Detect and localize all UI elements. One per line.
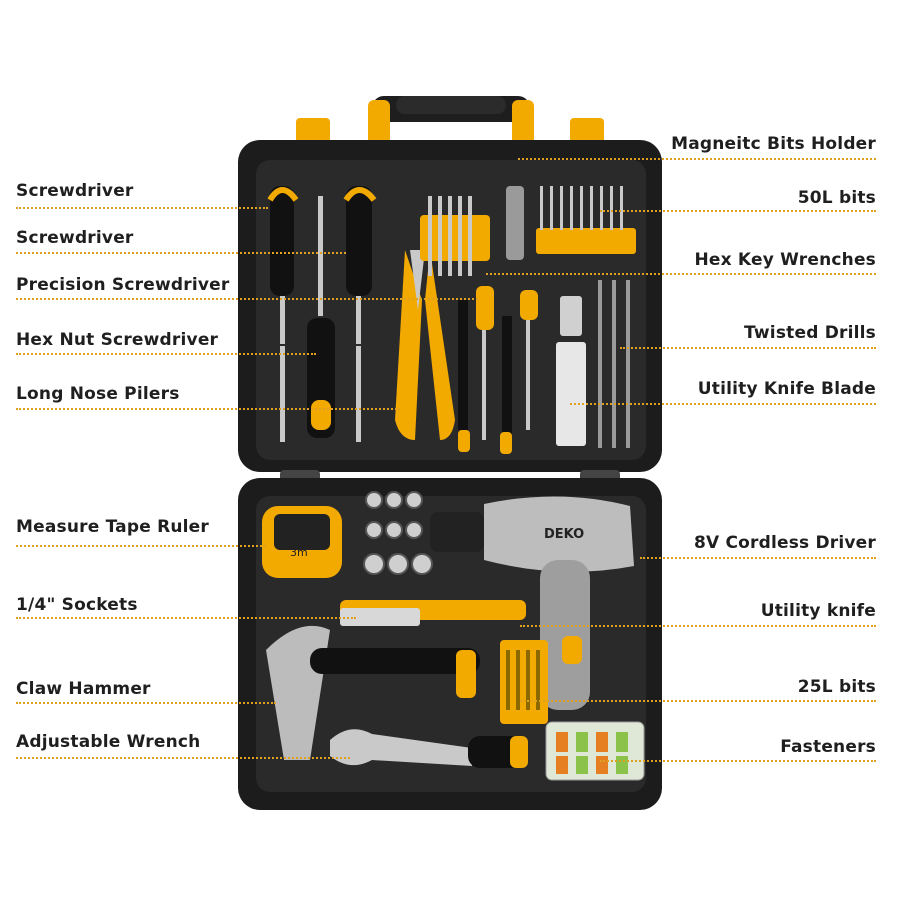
label-claw-hammer: Claw Hammer <box>16 679 151 699</box>
leader-measure-tape <box>16 545 266 547</box>
leader-claw-hammer <box>16 702 276 704</box>
leader-hex-nut-screwdriver <box>16 353 316 355</box>
leader-adjustable-wrench <box>16 757 350 759</box>
hex-key-wrenches <box>420 196 490 276</box>
bits-50l <box>536 186 636 254</box>
label-sockets: 1/4" Sockets <box>16 595 138 615</box>
label-50l-bits: 50L bits <box>797 188 876 208</box>
bits-25l <box>500 640 548 724</box>
leader-hex-key-wrenches <box>486 273 876 275</box>
leader-long-nose-pliers <box>16 408 400 410</box>
magnetic-bits-holder <box>506 186 524 260</box>
screwdriver-1 <box>267 186 299 344</box>
label-fasteners: Fasteners <box>780 737 876 757</box>
label-precision-screwdriver: Precision Screwdriver <box>16 275 230 295</box>
label-twisted-drills: Twisted Drills <box>743 323 876 343</box>
label-25l-bits: 25L bits <box>797 677 876 697</box>
label-magnetic-bits-holder: Magneitc Bits Holder <box>671 134 876 154</box>
label-screwdriver-2: Screwdriver <box>16 228 134 248</box>
precision-screwdriver-shaft <box>318 196 323 316</box>
utility-knife <box>340 600 526 626</box>
leader-50l-bits <box>600 210 876 212</box>
leader-sockets <box>16 617 356 619</box>
leader-utility-knife-blade <box>570 403 876 405</box>
label-utility-knife-blade: Utility Knife Blade <box>697 379 876 399</box>
long-nose-pliers <box>395 250 455 440</box>
screwdriver-2 <box>343 186 377 344</box>
leader-25l-bits <box>520 700 876 702</box>
leader-precision-screwdriver <box>16 298 478 300</box>
utility-knife-blade <box>556 342 586 446</box>
cordless-driver: DEKO <box>430 496 634 710</box>
hex-nut-screwdriver <box>307 318 335 438</box>
label-hex-nut-screwdriver: Hex Nut Screwdriver <box>16 330 219 350</box>
claw-hammer <box>266 625 480 760</box>
leader-magnetic-bits-holder <box>518 158 876 160</box>
leader-utility-knife <box>520 625 876 627</box>
label-cordless-driver: 8V Cordless Driver <box>693 533 876 553</box>
leader-cordless-driver <box>640 557 876 559</box>
fasteners-box <box>545 721 645 781</box>
label-utility-knife: Utility knife <box>760 601 876 621</box>
label-screwdriver-1: Screwdriver <box>16 181 134 201</box>
measure-tape: 3m <box>262 506 342 578</box>
precision-screwdrivers <box>458 286 538 454</box>
tape-marking: 3m <box>290 546 308 559</box>
twisted-drills <box>598 280 630 448</box>
label-hex-key-wrenches: Hex Key Wrenches <box>694 250 876 270</box>
drill-brand-text: DEKO <box>544 527 584 542</box>
label-measure-tape: Measure Tape Ruler <box>16 517 209 537</box>
leader-twisted-drills <box>620 347 876 349</box>
adjustable-wrench <box>330 729 528 768</box>
label-adjustable-wrench: Adjustable Wrench <box>16 732 201 752</box>
label-long-nose-pliers: Long Nose Pilers <box>16 384 180 404</box>
leader-screwdriver-1 <box>16 207 268 209</box>
sockets-quarter-inch <box>363 491 433 575</box>
leader-screwdriver-2 <box>16 252 346 254</box>
leader-fasteners <box>600 760 876 762</box>
